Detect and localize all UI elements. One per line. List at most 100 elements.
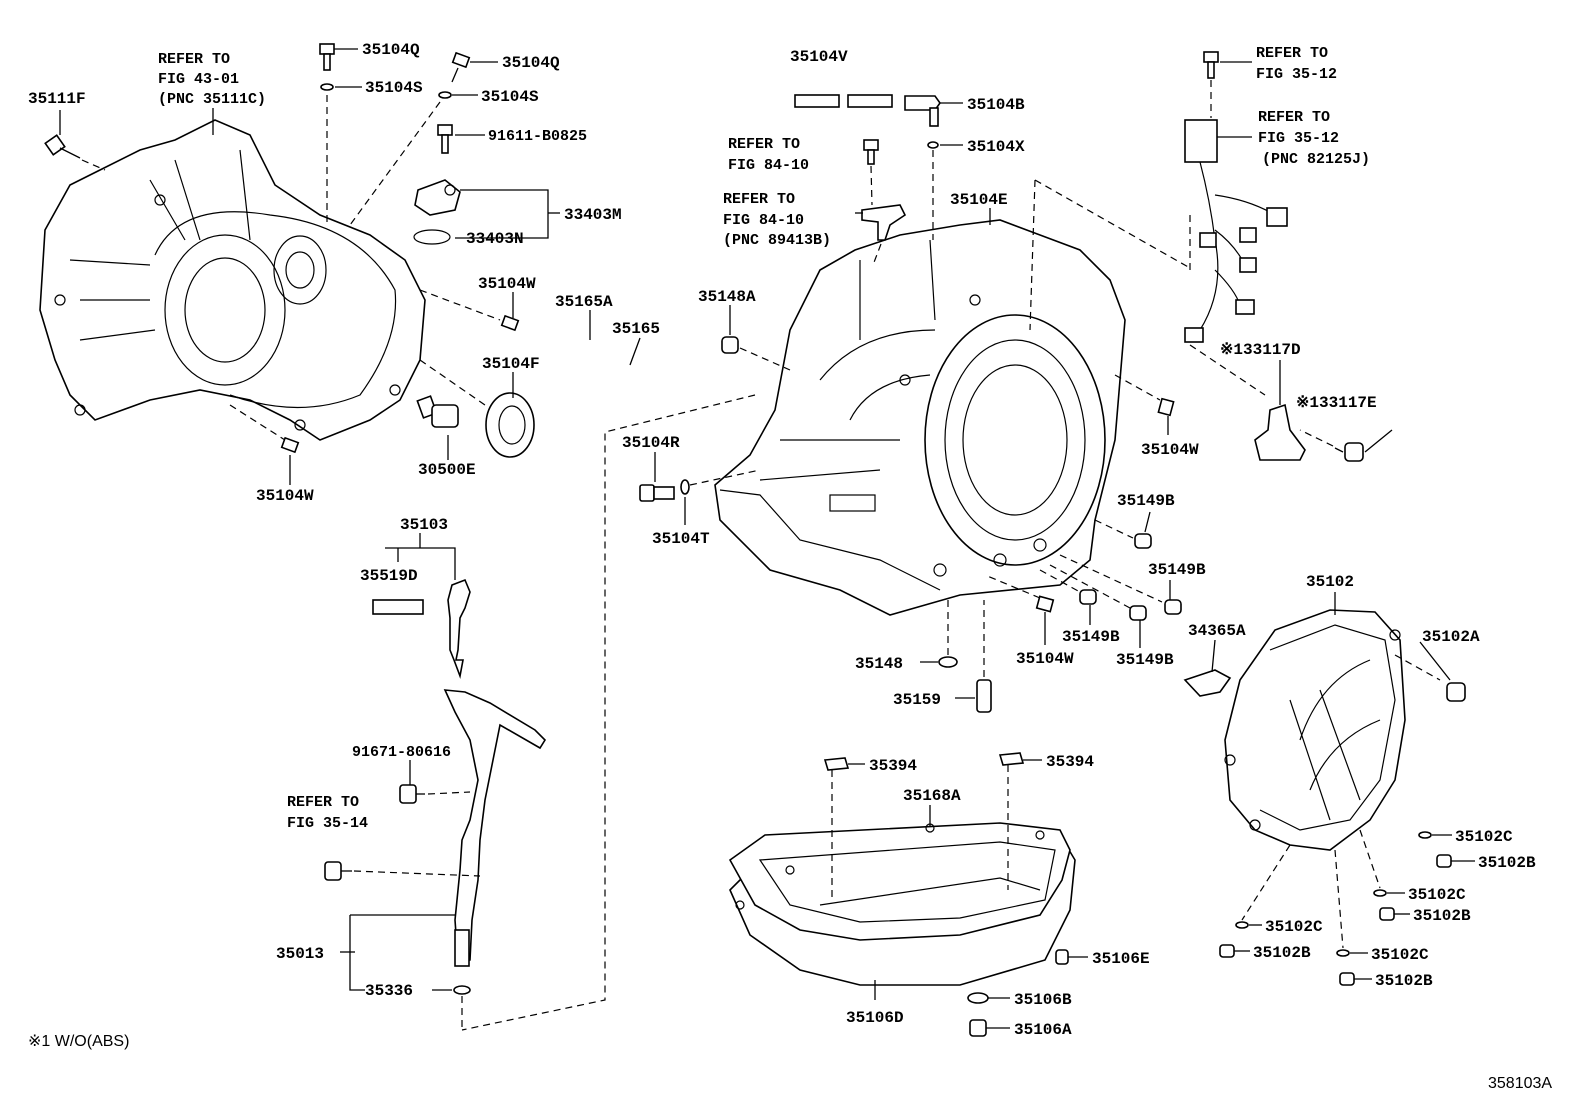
bolt-35104q-2 (349, 51, 471, 226)
label-35104b: 35104B (967, 96, 1025, 114)
label-35104r: 35104R (622, 434, 680, 452)
oil-pan-35106d (728, 765, 1076, 986)
bracket-34365a (1183, 669, 1232, 697)
label-35104t: 35104T (652, 530, 710, 548)
label-35102b-1: 35102B (1478, 854, 1536, 872)
sensor-89413b (861, 204, 907, 266)
label-35111f: 35111F (28, 90, 86, 108)
label-35102b-2: 35102B (1413, 907, 1471, 925)
label-35104w-4: 35104W (1141, 441, 1199, 459)
magnets-35394 (823, 752, 1025, 771)
label-35336: 35336 (365, 982, 413, 1000)
plug-35148 (938, 600, 958, 668)
bolt-91671 (399, 784, 471, 804)
label-30500e: 30500E (418, 461, 476, 479)
label-35102c-4: 35102C (1371, 946, 1429, 964)
pin-35104w-3 (984, 574, 1055, 613)
bolt-91611 (437, 124, 453, 154)
label-35104x: 35104X (967, 138, 1025, 156)
label-35149b-1: 35149B (1117, 492, 1175, 510)
label-35104q-2: 35104Q (502, 54, 560, 72)
label-35106a: 35106A (1014, 1021, 1072, 1039)
bolt-30500e (416, 395, 459, 428)
label-33117e: ※133117E (1296, 394, 1377, 412)
label-pnc-35111c: (PNC 35111C) (158, 91, 266, 108)
label-35149b-4: 35149B (1116, 651, 1174, 669)
label-35394-2: 35394 (1046, 753, 1094, 771)
plug-35148a (721, 336, 791, 371)
label-35168a: 35168A (903, 787, 961, 805)
label-refer-fig-43-01: REFER TO (158, 51, 230, 68)
sensor-33403m (413, 179, 461, 245)
label-refer-fig-35-12-a2: FIG 35-12 (1256, 66, 1337, 83)
label-refer-fig-84-10-b2: FIG 84-10 (723, 212, 804, 229)
label-35104e: 35104E (950, 191, 1008, 209)
transaxle-case-drawing (714, 219, 1126, 616)
leader-lines (59, 48, 1475, 1029)
label-35104w-1: 35104W (478, 275, 536, 293)
dipstick-35103 (372, 578, 471, 679)
bolt-fig-35-14 (324, 861, 481, 881)
label-refer-fig-35-12-b: REFER TO (1258, 109, 1330, 126)
label-33403m: 33403M (564, 206, 622, 224)
label-35165: 35165 (612, 320, 660, 338)
label-35104s-1: 35104S (365, 79, 423, 97)
label-35102b-3: 35102B (1253, 944, 1311, 962)
bolt-fig-84-10 (863, 139, 879, 206)
wire-harness-82125j (1029, 51, 1288, 343)
pin-35104w-1 (419, 289, 520, 332)
filler-tube-35013 (443, 689, 547, 1030)
label-35104s-2: 35104S (481, 88, 539, 106)
label-35104w-2: 35104W (256, 487, 314, 505)
oring-35104x (927, 141, 939, 240)
cover-35102-drawing (1224, 609, 1441, 851)
label-35106b: 35106B (1014, 991, 1072, 1009)
pin-35104w-2 (229, 404, 300, 454)
label-35106d: 35106D (846, 1009, 904, 1027)
plugs-35149b (1039, 519, 1182, 621)
label-35519d: 35519D (360, 567, 418, 585)
label-35102b-4: 35102B (1375, 972, 1433, 990)
label-pnc-82125j: (PNC 82125J) (1262, 151, 1370, 168)
label-34365a: 34365A (1188, 622, 1246, 640)
label-pnc-89413b: (PNC 89413B) (723, 232, 831, 249)
label-35104v: 35104V (790, 48, 848, 66)
bolt-35102a (1446, 682, 1466, 702)
label-35103: 35103 (400, 516, 448, 534)
label-33117d: ※133117D (1220, 341, 1301, 359)
bolt-33117e (1299, 429, 1364, 462)
label-refer-fig-35-14-b: FIG 35-14 (287, 815, 368, 832)
label-refer-fig-35-14: REFER TO (287, 794, 359, 811)
label-35102c-3: 35102C (1265, 918, 1323, 936)
label-35104q-1: 35104Q (362, 41, 420, 59)
label-35102c-1: 35102C (1455, 828, 1513, 846)
bracket-33117d (1189, 344, 1306, 461)
label-refer-fig-84-10-b: REFER TO (723, 191, 795, 208)
label-refer-fig-35-12-b2: FIG 35-12 (1258, 130, 1339, 147)
label-refer-fig-43-01-b: FIG 43-01 (158, 71, 239, 88)
label-35149b-2: 35149B (1148, 561, 1206, 579)
label-91611-b0825: 91611-B0825 (488, 128, 587, 145)
label-35148: 35148 (855, 655, 903, 673)
tubes-35104v (794, 94, 941, 127)
label-91671-80616: 91671-80616 (352, 744, 451, 761)
label-35104f: 35104F (482, 355, 540, 373)
label-35013: 35013 (276, 945, 324, 963)
cover-fasteners-35102 (1219, 829, 1452, 986)
label-35149b-3: 35149B (1062, 628, 1120, 646)
bolt-35111f (44, 134, 106, 171)
label-35159: 35159 (893, 691, 941, 709)
label-35102: 35102 (1306, 573, 1354, 591)
diagram-id: 358103A (1488, 1075, 1552, 1092)
pin-35104w-4 (1114, 374, 1175, 417)
part-labels: 35111F REFER TO FIG 43-01 (PNC 35111C) 3… (28, 41, 1552, 1092)
label-refer-fig-84-10-a: REFER TO (728, 136, 800, 153)
pin-35159 (976, 600, 992, 713)
seal-35104f (419, 359, 535, 458)
label-35102c-2: 35102C (1408, 886, 1466, 904)
label-35106e: 35106E (1092, 950, 1150, 968)
label-35102a: 35102A (1422, 628, 1480, 646)
bolt-35104r (639, 469, 761, 502)
transaxle-housing-drawing (39, 119, 426, 441)
